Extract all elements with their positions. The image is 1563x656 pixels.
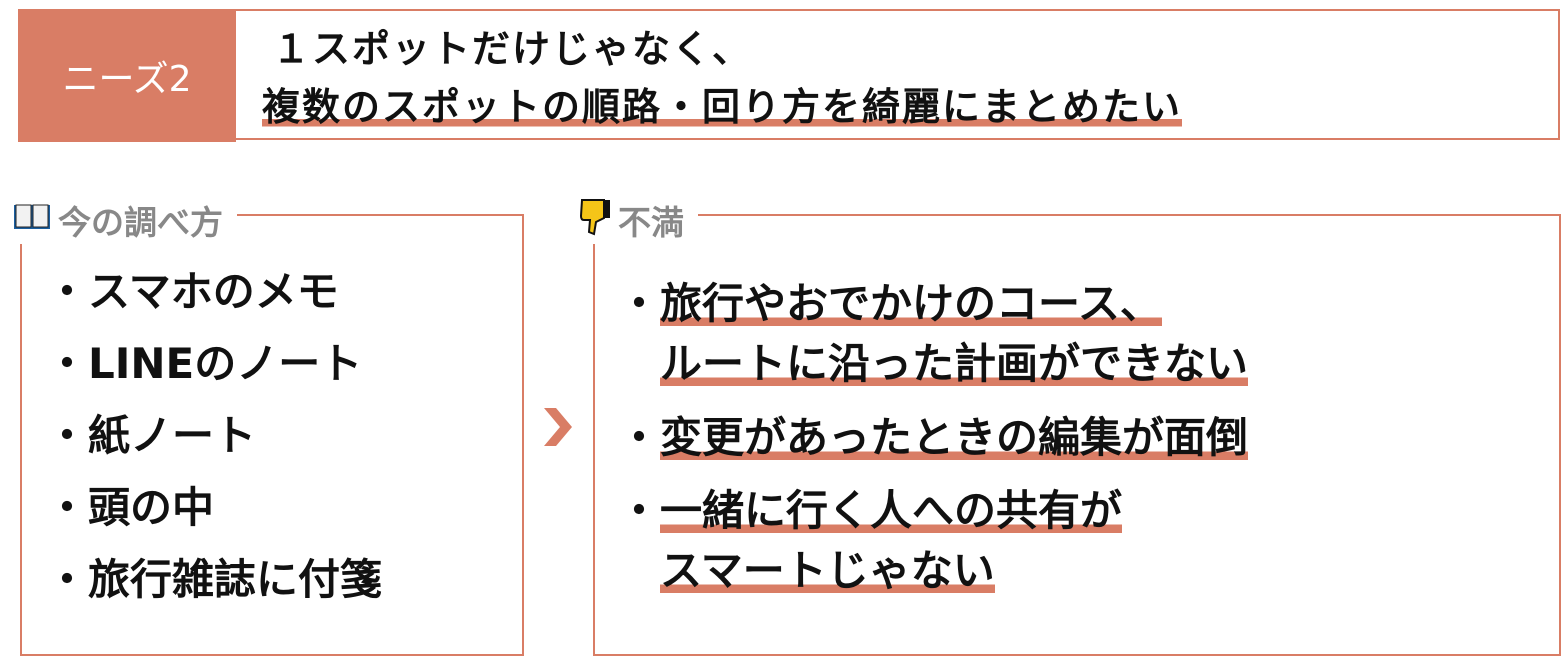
open-book-icon	[12, 201, 52, 240]
complaint-line: 一緒に行く人への共有が	[660, 477, 1123, 538]
current-method-item: LINEのノート	[88, 339, 363, 388]
complaint-line: スマートじゃない	[660, 537, 995, 598]
complaint-line: 旅行やおでかけのコース、	[660, 270, 1162, 331]
heading-text: 今の調べ方	[58, 203, 223, 242]
complaint-line: ルートに沿った計画ができない	[660, 330, 1249, 391]
title-line-2: 複数のスポットの順路・回り方を綺麗にまとめたい	[262, 76, 1183, 131]
current-method-item: 紙ノート	[88, 411, 257, 460]
complaints-box	[593, 214, 1561, 656]
bullet: ・	[46, 411, 89, 460]
bullet: ・	[618, 413, 661, 462]
current-method-item: 頭の中	[88, 483, 215, 532]
current-method-item: スマホのメモ	[88, 267, 339, 316]
current-methods-heading: 今の調べ方	[12, 196, 237, 244]
bullet: ・	[618, 486, 661, 535]
bullet: ・	[46, 555, 89, 604]
needs-badge: ニーズ2	[18, 9, 236, 142]
chevron-right-icon	[540, 404, 576, 454]
title-line-1: １スポットだけじゃなく、	[272, 27, 753, 71]
thumbs-down-icon	[578, 196, 612, 244]
current-methods-box	[20, 214, 524, 656]
bullet: ・	[46, 483, 89, 532]
bullet: ・	[46, 267, 89, 316]
complaints-heading: 不満	[578, 196, 698, 244]
current-method-item: 旅行雑誌に付箋	[88, 555, 383, 604]
bullet: ・	[618, 279, 661, 328]
bullet: ・	[46, 339, 89, 388]
complaint-line: 変更があったときの編集が面倒	[660, 404, 1249, 465]
heading-text: 不満	[618, 203, 684, 242]
